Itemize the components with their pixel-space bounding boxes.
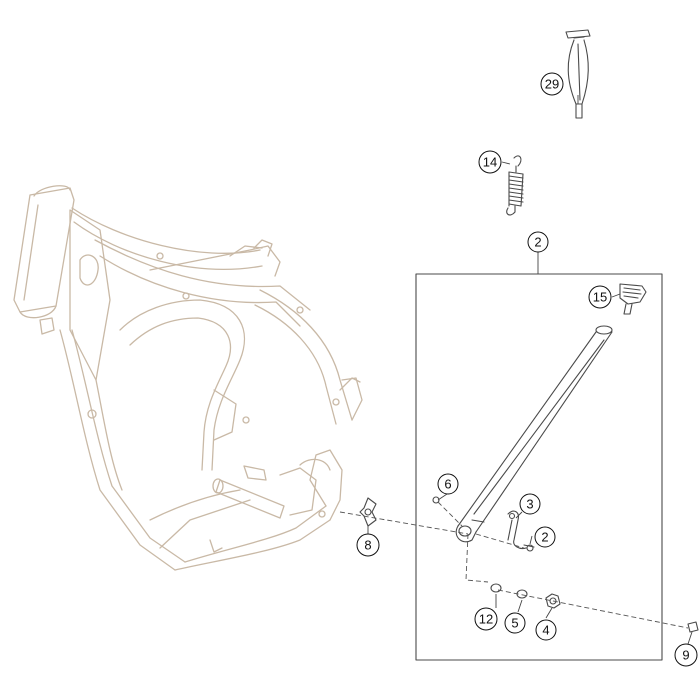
callout-29: 29 — [540, 72, 564, 96]
stand-foot-part — [619, 283, 647, 315]
small-screw-part — [432, 496, 440, 504]
spring-bracket-part — [507, 510, 527, 550]
svg-text:2: 2 — [541, 530, 548, 545]
svg-text:15: 15 — [593, 290, 607, 305]
svg-text:29: 29 — [545, 77, 559, 92]
frame-illustration — [13, 185, 363, 571]
parts-illustration — [339, 29, 699, 661]
svg-text:4: 4 — [542, 623, 549, 638]
callout-6: 6 — [437, 473, 459, 495]
bracket-bolt-part — [523, 544, 535, 552]
callout-1: 2 — [527, 231, 549, 253]
side-stand-assembly-box — [415, 273, 663, 661]
svg-text:12: 12 — [479, 612, 493, 627]
svg-text:8: 8 — [364, 538, 371, 553]
callout-12: 12 — [474, 607, 498, 631]
pivot-bolt-part — [687, 621, 699, 633]
spring-puller-tool-part — [565, 29, 591, 119]
leader-lines — [367, 95, 693, 645]
side-stand-leg-part — [455, 325, 613, 543]
nut-part — [545, 593, 561, 609]
callout-8: 8 — [356, 533, 380, 557]
svg-text:14: 14 — [483, 155, 497, 170]
svg-text:5: 5 — [511, 616, 518, 631]
callout-2: 2 — [534, 526, 556, 548]
callout-4: 4 — [535, 619, 557, 641]
callout-14: 14 — [478, 150, 502, 174]
return-spring-part — [506, 155, 524, 216]
callout-3: 3 — [519, 493, 541, 515]
callout-5: 5 — [504, 612, 526, 634]
washer-part — [490, 583, 502, 593]
wing-nut-part — [359, 497, 377, 527]
svg-text:9: 9 — [682, 648, 689, 663]
svg-text:2: 2 — [534, 235, 541, 250]
callout-9: 9 — [674, 643, 698, 667]
callout-15: 15 — [588, 285, 612, 309]
svg-text:3: 3 — [526, 497, 533, 512]
svg-text:6: 6 — [444, 477, 451, 492]
